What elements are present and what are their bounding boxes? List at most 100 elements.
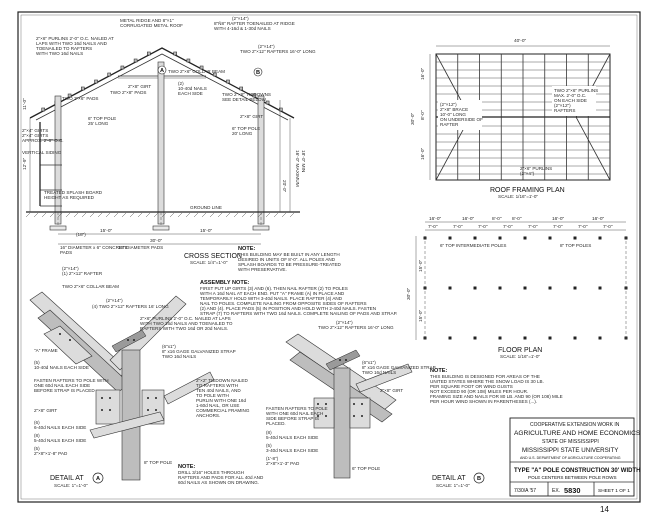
ground-hatch-mark [137, 212, 143, 218]
dim-20: 20'-0" [281, 180, 287, 193]
nail-mark [101, 409, 103, 411]
title-block-frame [509, 417, 635, 497]
detail-a-note-6: "A" FRAME [34, 348, 58, 353]
detail-a-bottom-note-2: DRILL 3/16" HOLES THROUGH [178, 470, 244, 475]
roof-dim-left-4: 16'-0" [420, 147, 426, 160]
note-two-pads: TWO 2"×8" PADS [110, 90, 147, 95]
nail-mark [353, 403, 355, 405]
roof-note-7: MAX. 2'-0" O.C. [554, 93, 586, 98]
detail-a-note-28: TEN 40d NAILS, AND [196, 388, 241, 393]
detail-a-note-13: (6) [34, 420, 40, 425]
purlin [226, 79, 230, 84]
building-note-line-3: SPLASH BOARDS TO BE PRESSURE-TREATED [238, 262, 342, 267]
design-note-line-4: NOT EXCEED 90 (OR 108) MILES PER HOUR. [430, 389, 528, 394]
detail-a-note-5: (4) TWO 2"×12" RAFTERS 16' LONG [92, 304, 169, 309]
title-block: COOPERATIVE EXTENSION WORK IN AGRICULTUR… [509, 417, 641, 497]
note-rafter-nails: WITH 4-16d & 1-30d NAILS [214, 26, 271, 31]
detail-a-tiedown [163, 371, 215, 405]
note-10-40d: 10-40d NAILS [178, 86, 207, 91]
dim-15-left: 15'-0" [100, 228, 113, 234]
detail-a-note-25: TWO 16d NAILS [162, 354, 196, 359]
nail-mark [109, 397, 111, 399]
floor-label-intermediate: 6" TOP INTERMEDIATE POLES [440, 243, 506, 248]
floor-plan: 16'-0"16'-0"8'-0"8'-0"16'-0"16'-0"7'-0"7… [406, 216, 628, 359]
pole-mark [573, 336, 577, 340]
pole-mark [598, 286, 602, 290]
note-girt-top: 2"×8" GIRT [128, 84, 151, 89]
nail-mark [339, 359, 341, 361]
roof-under [35, 53, 289, 121]
note-see-detail: SEE DETAIL BELOW [222, 97, 267, 102]
design-note: NOTE: THIS BUILDING IS DESIGNED FOR AREA… [430, 368, 563, 404]
pole-mark [573, 236, 577, 240]
detail-a-note-2: (1) 2"×12" RAFTER [62, 271, 103, 276]
note-splash-board: TREATED SPLASH BOARD [44, 190, 103, 195]
detail-a-nails [59, 333, 157, 411]
detail-a-note-32: COMMERCIAL FRAMING [196, 408, 250, 413]
nail-mark [325, 403, 327, 405]
floor-dim-sub: 7'-0" [503, 224, 513, 230]
purlin [94, 79, 98, 84]
roof-dim-left-3: 30'-0" [410, 112, 416, 125]
detail-a-note-26: 2"×2" TIEDOWN NAILED [196, 378, 248, 383]
title-line-2: AGRICULTURE AND HOME ECONOMICS [514, 430, 641, 437]
detail-a-note-9: FASTEN RAFTERS TO POLE WITH [34, 378, 109, 383]
title-line-7: POLE CENTERS BETWEEN POLE ROWS [528, 475, 617, 480]
building-note-line-4: WITH PRESERVATIVE. [238, 267, 287, 272]
pole-mark [448, 286, 452, 290]
roof-note-5: RAFTER [440, 122, 459, 127]
concrete-pad-mid [152, 225, 170, 231]
title-ex-label: EX. [552, 488, 560, 494]
detail-a-note-33: ANCHORS. [196, 413, 220, 418]
pole-mark [473, 336, 477, 340]
purlin [133, 58, 138, 63]
purlin [278, 107, 283, 112]
note-pads: PADS [60, 250, 72, 255]
ground-hatch-mark [81, 212, 87, 218]
roof-dim-left-1: 16'-0" [420, 67, 426, 80]
ground-hatch-mark [113, 212, 119, 218]
floor-dim-sub: 7'-0" [453, 224, 463, 230]
detail-b-pad-1 [313, 397, 335, 429]
note-6-top-pole: 6" TOP POLE [88, 116, 116, 121]
purlin [120, 65, 125, 70]
detail-b-note-17: 6" TOP POLE [352, 466, 380, 471]
nail-mark [109, 409, 111, 411]
nail-mark [317, 415, 319, 417]
floor-dim-sub: 7'-0" [553, 224, 563, 230]
detail-b-note-8: WITH ONE 60d NAIL EACH [266, 411, 323, 416]
note-collar-beam: TWO 2"×6" COLLAR BEAM [168, 69, 225, 74]
dim-18-min: 18'-0" MIN [300, 150, 306, 173]
detail-b-pad-2 [349, 397, 371, 429]
title-date: 7/30/A '57 [514, 488, 536, 494]
floor-plan-title: FLOOR PLAN [498, 347, 542, 354]
detail-a-bottom-note-1: NOTE: [178, 464, 196, 470]
left-pole [54, 95, 62, 225]
purlin [41, 107, 46, 112]
floor-dim-top: 8'-0" [512, 216, 522, 222]
detail-b-note-4: 8" x16 GAGE GALVANIZED STRAP [362, 365, 436, 370]
note-purlins-1: 2"×6" PURLINS 2'-0" O.C. NAILED AT [36, 36, 114, 41]
ground-hatch-mark [241, 212, 247, 218]
roof-note-12: (2"×4") [520, 171, 535, 176]
detail-a-title: DETAIL AT [50, 475, 84, 482]
title-line-1: COOPERATIVE EXTENSION WORK IN [530, 422, 620, 428]
detail-a-pad-1 [95, 389, 121, 425]
detail-b-scale: SCALE: 1"=1'-0" [436, 483, 470, 488]
note-purlins-3: TOENAILED TO RAFTERS [36, 46, 92, 51]
purlin [186, 58, 191, 63]
assembly-line-1: FIRST PUT UP GIRTS (3) AND (6). THEN NAI… [200, 286, 348, 291]
marker-b-circle [253, 67, 263, 77]
cross-section: A B METAL RIDGE AND 8"×1" CORRUGATED MET… [22, 16, 316, 265]
concrete-pad-left [49, 225, 67, 231]
note-2x4-girts: 2"×4" GIRTS [22, 128, 48, 133]
note-2x8-girt-right: 2"×8" GIRT [240, 114, 263, 119]
roof-note-1: (2"×12") [440, 102, 457, 107]
floor-dim-sub: 7'-0" [428, 224, 438, 230]
pole-mark [598, 236, 602, 240]
assembly-line-5: (2) AND (4). PLACE PADS (5) IN POSITION … [200, 306, 376, 311]
dim-11: 11'-0" [22, 98, 28, 110]
detail-a-note-23: (6"x1") [162, 344, 176, 349]
note-purlins-2: LAPS WITH TWO 16d NAILS AND [36, 41, 108, 46]
title-line-6: TYPE "A" POLE CONSTRUCTION 30' WIDTH [514, 468, 640, 474]
